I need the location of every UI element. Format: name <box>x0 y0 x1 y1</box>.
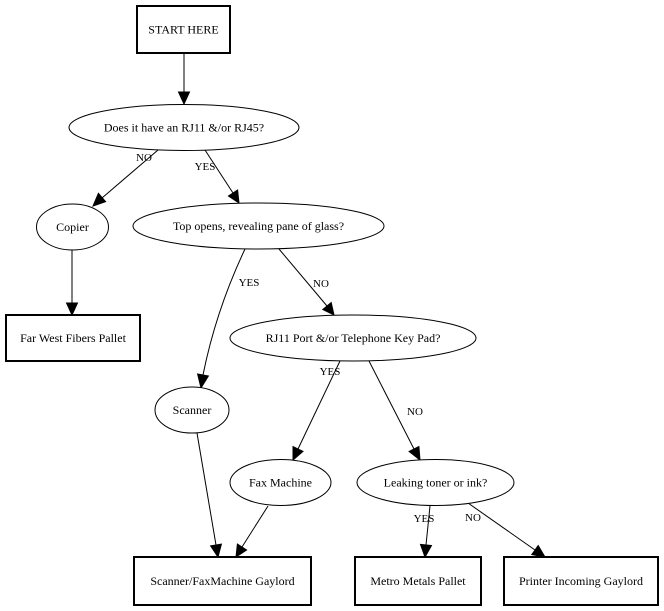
node-gaylord: Scanner/FaxMachine Gaylord <box>133 556 312 606</box>
edge-copier-to-far-west <box>65 250 79 317</box>
edge-leak-no-to-printer <box>467 502 546 558</box>
edge-label-leak-yes: YES <box>414 513 435 525</box>
edge-glass-yes-to-scanner <box>196 248 246 390</box>
edge-keypad-no-to-leak-question <box>368 360 421 462</box>
edge-leak-yes-to-metro <box>419 505 433 559</box>
edge-keypad-yes-to-fax <box>292 360 341 462</box>
edge-rj-yes-to-glass-question <box>204 149 240 205</box>
node-start-label: START HERE <box>148 23 218 37</box>
edge-label-leak-no: NO <box>465 512 481 524</box>
node-glass-question: Top opens, revealing pane of glass? <box>132 202 385 250</box>
node-printer-label: Printer Incoming Gaylord <box>519 574 643 588</box>
node-far-west-label: Far West Fibers Pallet <box>20 331 126 345</box>
node-leak-question: Leaking toner or ink? <box>356 459 515 506</box>
edge-label-rj-yes: YES <box>195 161 216 173</box>
edge-scanner-to-gaylord <box>196 432 223 559</box>
node-metro-label: Metro Metals Pallet <box>370 574 466 588</box>
node-fax: Fax Machine <box>229 459 332 506</box>
node-fax-label: Fax Machine <box>249 476 312 490</box>
node-far-west: Far West Fibers Pallet <box>5 314 141 362</box>
edge-label-keypad-yes: YES <box>320 366 341 378</box>
edge-rj-no-to-copier <box>92 149 159 207</box>
node-leak-question-label: Leaking toner or ink? <box>384 476 488 490</box>
node-scanner: Scanner <box>154 386 230 434</box>
node-copier: Copier <box>36 203 109 251</box>
edge-label-glass-no: NO <box>313 278 329 290</box>
node-scanner-label: Scanner <box>173 403 212 417</box>
edge-start-to-rj-question <box>177 53 191 106</box>
node-rj-question-label: Does it have an RJ11 &/or RJ45? <box>104 121 264 135</box>
node-keypad-question-label: RJ11 Port &/or Telephone Key Pad? <box>266 331 441 345</box>
edge-fax-to-gaylord <box>235 505 269 559</box>
node-glass-question-label: Top opens, revealing pane of glass? <box>173 219 344 233</box>
edge-label-glass-yes: YES <box>239 277 260 289</box>
node-copier-label: Copier <box>56 220 89 234</box>
node-metro: Metro Metals Pallet <box>354 556 482 606</box>
node-keypad-question: RJ11 Port &/or Telephone Key Pad? <box>229 314 477 362</box>
node-gaylord-label: Scanner/FaxMachine Gaylord <box>150 574 294 588</box>
edge-label-rj-no: NO <box>136 152 152 164</box>
edge-glass-no-to-keypad-question <box>278 248 335 316</box>
edge-label-keypad-no: NO <box>407 406 423 418</box>
node-start: START HERE <box>136 5 231 54</box>
node-printer: Printer Incoming Gaylord <box>503 556 659 606</box>
node-rj-question: Does it have an RJ11 &/or RJ45? <box>68 104 300 151</box>
